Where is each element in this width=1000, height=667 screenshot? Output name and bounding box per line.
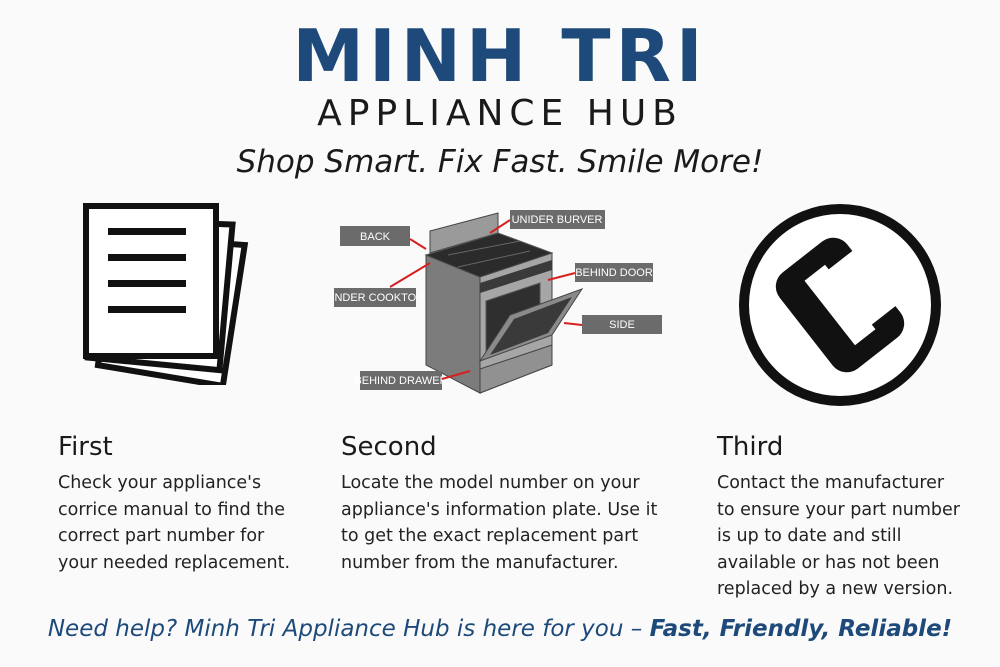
- label-back: BACK: [360, 231, 391, 243]
- label-under-burner: UNIDER BURVER: [512, 214, 603, 226]
- label-behind-drawer: BEHIND DRAWER: [354, 375, 447, 387]
- step-third-text: Contact the manufacturer to ensure your …: [717, 473, 961, 599]
- stove-diagram: BACK UNIDER BURVER BEHIND DOOR UNDER COO…: [330, 210, 662, 394]
- footer-middle: is here for you –: [449, 616, 650, 642]
- label-side: SIDE: [609, 319, 635, 331]
- label-behind-door: BEHIND DOOR: [575, 267, 653, 279]
- brand-title: MINH TRI: [292, 14, 708, 98]
- tagline: Shop Smart. Fix Fast. Smile More!: [236, 144, 764, 180]
- step-first-heading: First: [58, 432, 113, 462]
- step-third-heading: Third: [717, 432, 784, 462]
- footer-message: Need help? Minh Tri Appliance Hub is her…: [0, 613, 1000, 645]
- footer-brand: Minh Tri Appliance Hub: [184, 616, 450, 642]
- step-second-heading: Second: [341, 432, 437, 462]
- documents-icon: [83, 203, 249, 385]
- label-under-cooktop: UNDER COOKTOP: [330, 292, 423, 304]
- phone-icon: [739, 204, 941, 406]
- step-second-text: Locate the model number on your applianc…: [341, 473, 658, 573]
- footer-lead: Need help?: [47, 616, 185, 642]
- footer-emphasis: Fast, Friendly, Reliable!: [649, 616, 953, 642]
- step-first-text: Check your appliance's corrice manual to…: [58, 473, 291, 573]
- brand-subtitle: APPLIANCE HUB: [317, 93, 683, 134]
